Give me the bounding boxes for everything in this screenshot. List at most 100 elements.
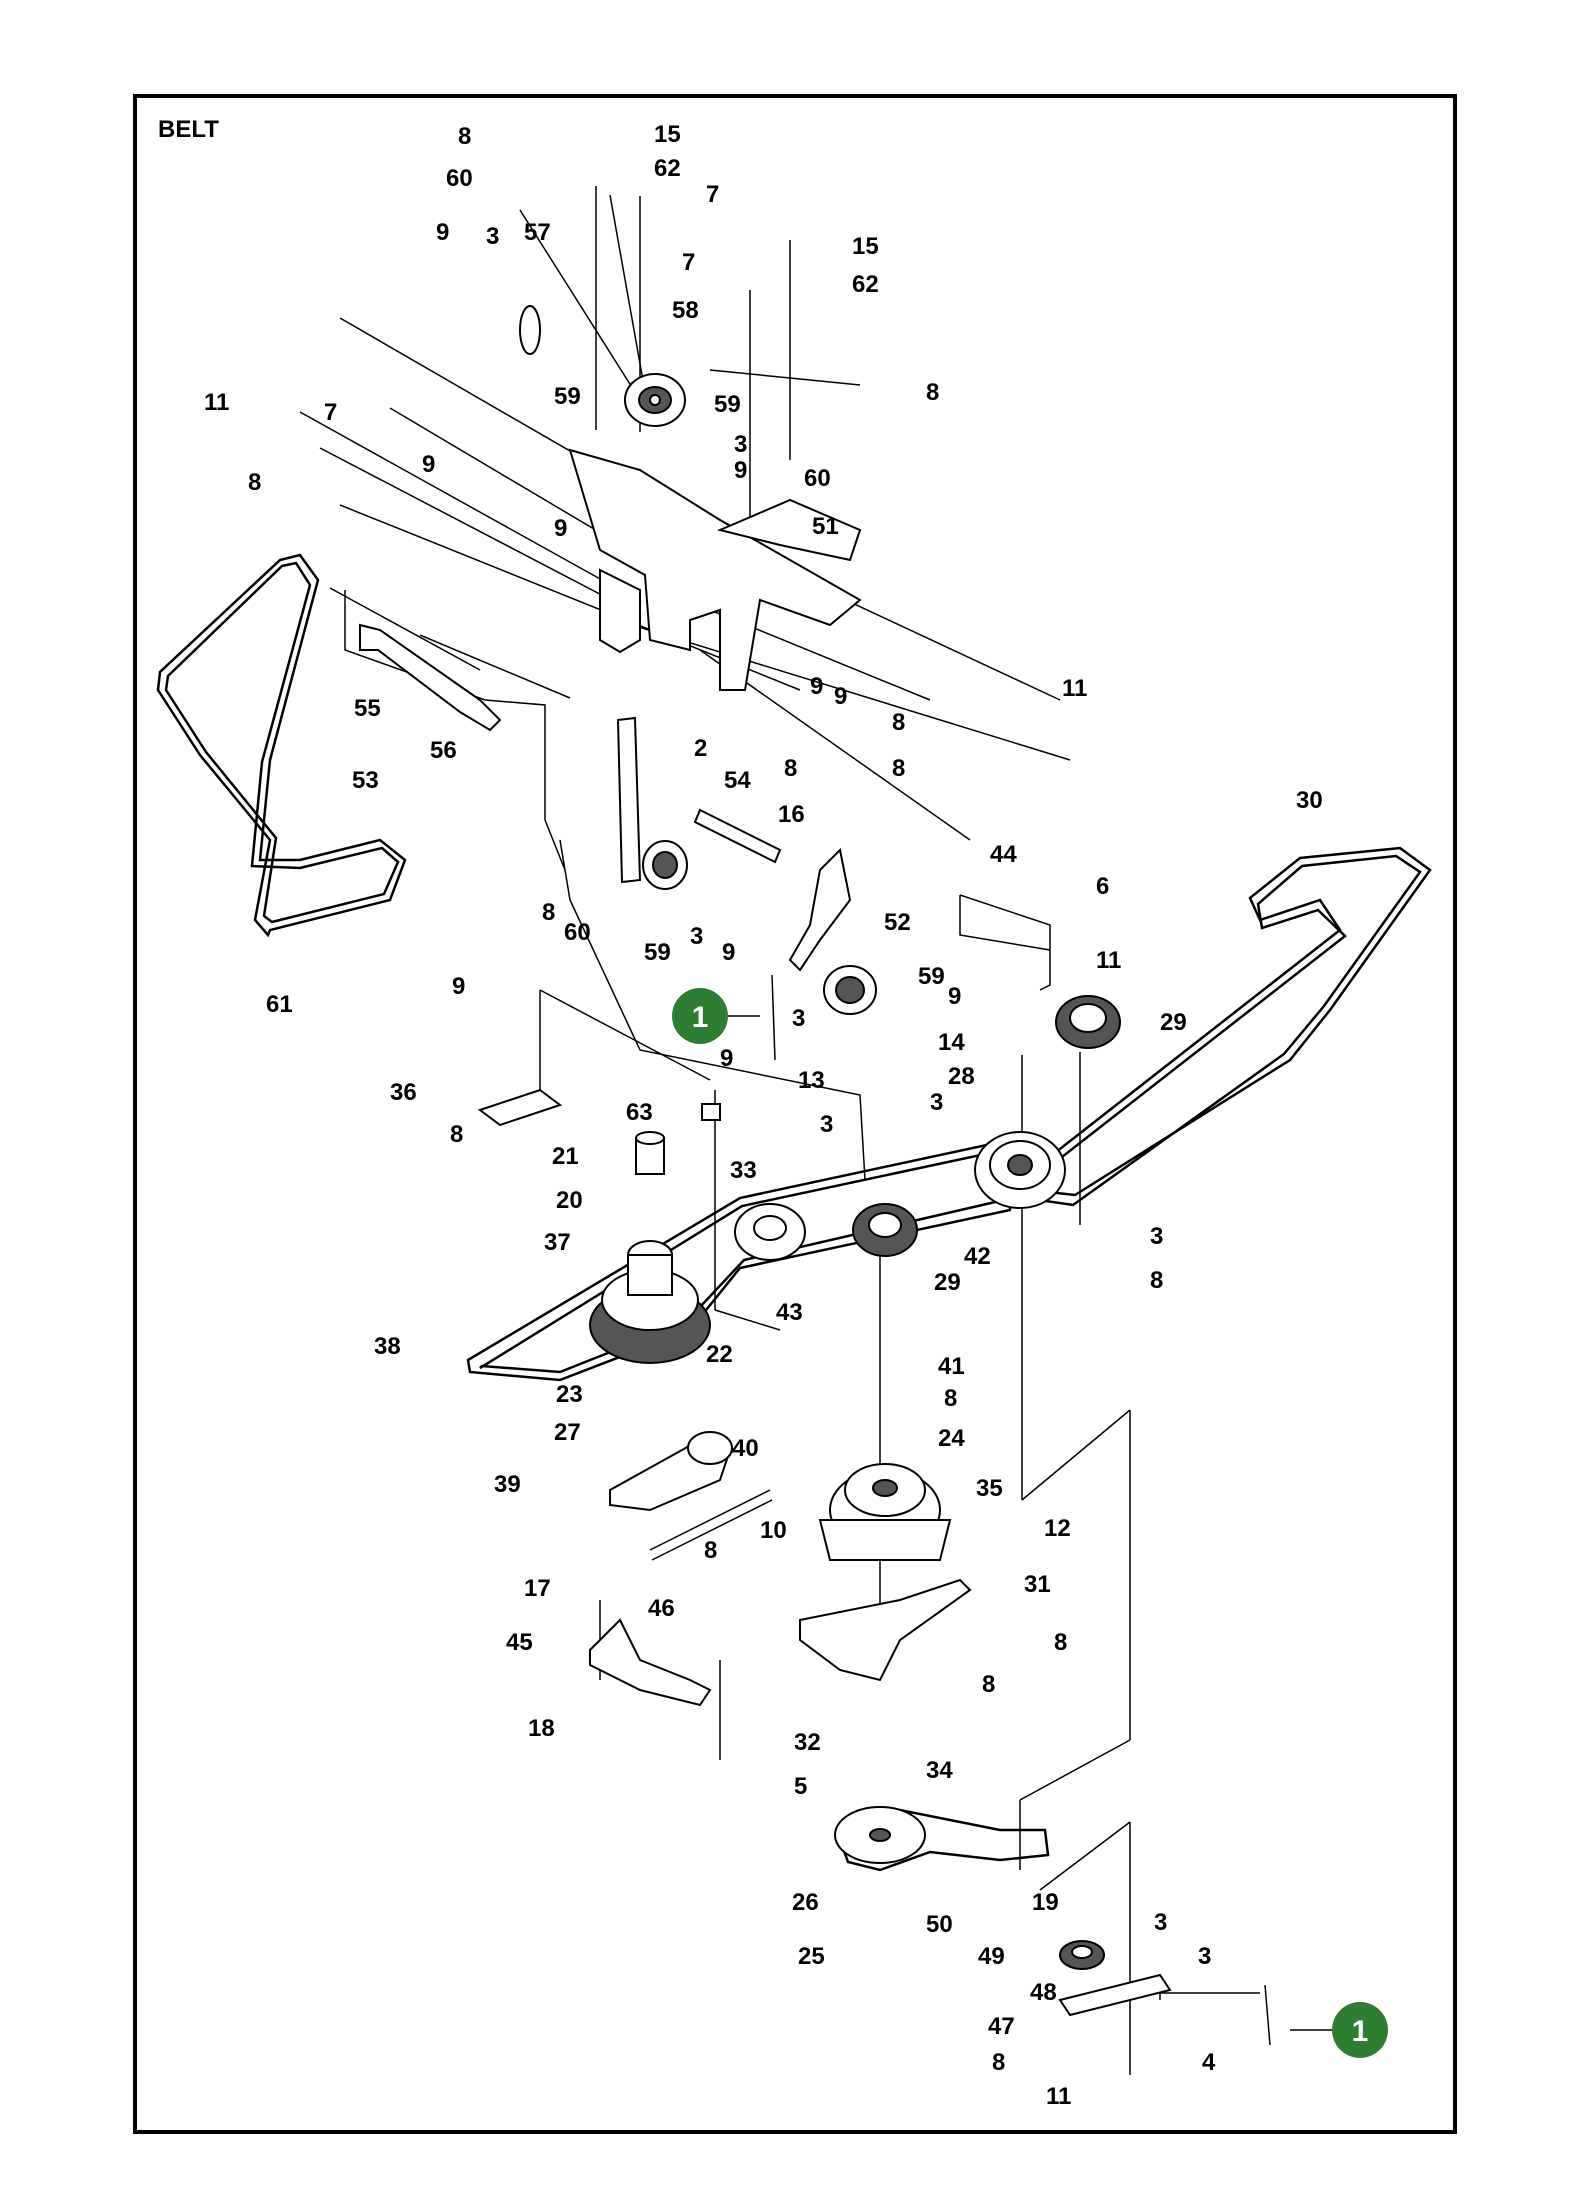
rod-56 [359, 623, 502, 732]
belt-50 [838, 1808, 1050, 1872]
callout-label: 58 [672, 297, 699, 324]
callout-label: 59 [918, 963, 945, 990]
marker-text: 1 [1352, 2015, 1369, 2048]
callout-label: 62 [654, 155, 681, 182]
callout-label: 42 [964, 1243, 991, 1270]
callout-label: 35 [976, 1475, 1003, 1502]
callout-label: 9 [810, 673, 823, 700]
callout-label: 45 [506, 1629, 533, 1656]
callout-label: 8 [992, 2049, 1005, 2076]
pulley-34 [834, 1806, 926, 1864]
pulley-37 [589, 1240, 711, 1364]
callout-label: 22 [706, 1341, 733, 1368]
callout-label: 46 [648, 1595, 675, 1622]
callout-label: 8 [542, 899, 555, 926]
callout-label: 28 [948, 1063, 975, 1090]
callout-label: 57 [524, 219, 551, 246]
callout-label: 44 [990, 841, 1017, 868]
bracket-36 [477, 1088, 563, 1127]
pulley-59-mid [642, 840, 688, 890]
callout-label: 41 [938, 1353, 965, 1380]
callout-label: 30 [1296, 787, 1323, 814]
callout-label: 52 [884, 909, 911, 936]
callout-label: 3 [792, 1005, 805, 1032]
callout-label: 7 [706, 181, 719, 208]
callout-label: 47 [988, 2013, 1015, 2040]
callout-label: 38 [374, 1333, 401, 1360]
callout-label: 43 [776, 1299, 803, 1326]
callout-label: 37 [544, 1229, 571, 1256]
callout-label: 12 [1044, 1515, 1071, 1542]
callout-label: 8 [1150, 1267, 1163, 1294]
callout-label: 9 [554, 515, 567, 542]
callout-label: 15 [852, 233, 879, 260]
callout-label: 56 [430, 737, 457, 764]
belt-30 [1006, 846, 1432, 1207]
callout-label: 3 [690, 923, 703, 950]
shaft-54 [693, 808, 782, 864]
callout-label: 31 [1024, 1571, 1051, 1598]
marker-circle [672, 988, 728, 1044]
callout-label: 51 [812, 513, 839, 540]
spacer-63 [701, 1103, 721, 1121]
callout-label: 11 [204, 389, 229, 416]
pulley-59-lower [823, 965, 877, 1015]
diagram-title: BELT [158, 116, 219, 143]
callout-label: 8 [784, 755, 797, 782]
callout-label: 48 [1030, 1979, 1057, 2006]
callout-label: 6 [1096, 873, 1109, 900]
callout-label: 17 [524, 1575, 551, 1602]
callout-label: 4 [1202, 2049, 1216, 2076]
callout-label: 11 [1046, 2083, 1071, 2110]
pulley-29-upper [1055, 995, 1121, 1049]
callout-label: 59 [644, 939, 671, 966]
callout-label: 9 [734, 457, 747, 484]
callout-label: 62 [852, 271, 879, 298]
callout-label: 3 [486, 223, 499, 250]
callout-label: 36 [390, 1079, 417, 1106]
callout-label: 9 [948, 983, 961, 1010]
callout-label: 3 [1198, 1943, 1211, 1970]
callout-label: 8 [704, 1537, 717, 1564]
callout-label: 26 [792, 1889, 819, 1916]
callout-label: 25 [798, 1943, 825, 1970]
callout-label: 3 [1150, 1223, 1163, 1250]
pulley-33 [734, 1203, 806, 1261]
callout-label: 20 [556, 1187, 583, 1214]
callout-label: 2 [694, 735, 707, 762]
callout-label: 59 [554, 383, 581, 410]
bracket-31 [799, 1578, 972, 1682]
belt-61 [156, 553, 407, 938]
diagram-frame [133, 94, 1457, 2134]
callout-label: 11 [1062, 675, 1087, 702]
callout-label: 61 [266, 991, 293, 1018]
marker-circle [1332, 2002, 1388, 2058]
callout-label: 5 [794, 1773, 807, 1800]
arm-47 [1058, 1973, 1172, 2017]
frame-bracket-51 [568, 448, 862, 691]
callout-label: 32 [794, 1729, 821, 1756]
callout-label: 59 [714, 391, 741, 418]
callout-label: 16 [778, 801, 805, 828]
callout-label: 54 [724, 767, 751, 794]
callout-label: 29 [1160, 1009, 1187, 1036]
spring-1 [771, 974, 1271, 2046]
callout-label: 9 [722, 939, 735, 966]
callout-label: 9 [436, 219, 449, 246]
callout-label: 39 [494, 1471, 521, 1498]
callout-label: 33 [730, 1157, 757, 1184]
callout-label: 11 [1096, 947, 1121, 974]
callout-label: 3 [734, 431, 747, 458]
pulley-59-side [519, 305, 541, 355]
callout-label: 34 [926, 1757, 953, 1784]
callout-label: 14 [938, 1029, 965, 1056]
marker-text: 1 [692, 1001, 709, 1034]
belt-38 [466, 1138, 1012, 1382]
callout-label: 8 [892, 709, 905, 736]
callout-label: 8 [982, 1671, 995, 1698]
callout-label: 7 [682, 249, 695, 276]
callout-label: 18 [528, 1715, 555, 1742]
leader-lines [299, 186, 1260, 2075]
marker-badge: 1 [1290, 2002, 1388, 2058]
